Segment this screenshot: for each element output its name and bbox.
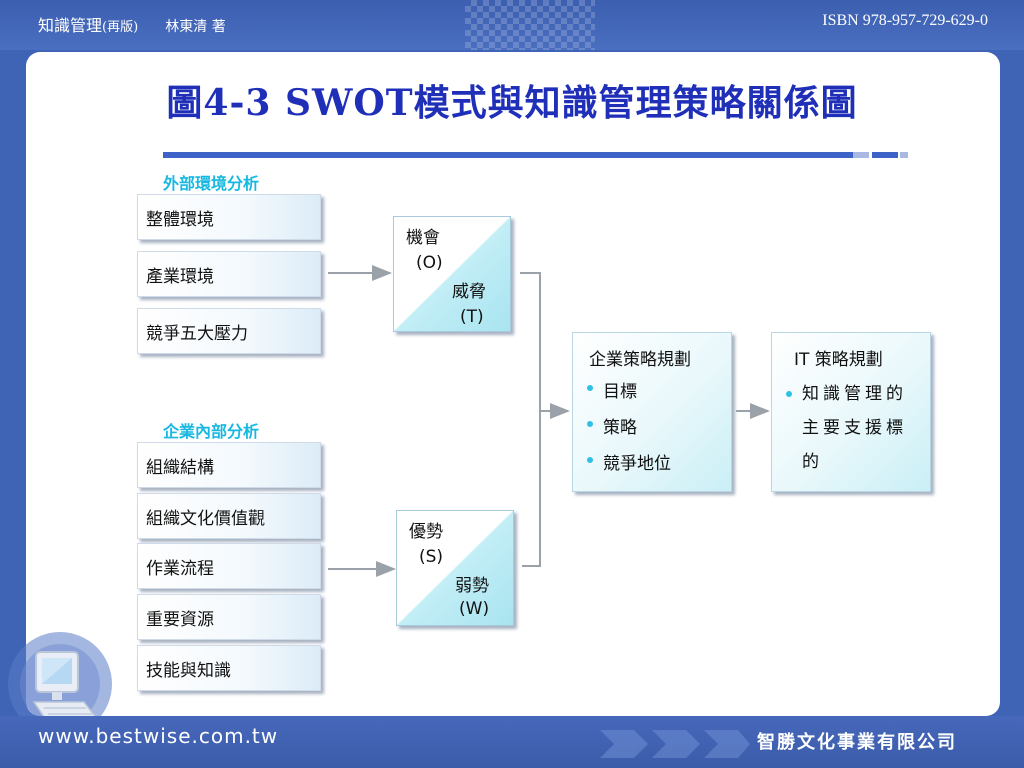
title-rule-accent bbox=[853, 152, 869, 158]
bracket-swot bbox=[520, 272, 541, 567]
weakness-code: (W) bbox=[459, 599, 490, 619]
opportunity-label: 機會 bbox=[406, 228, 440, 248]
strength-code: (S) bbox=[419, 547, 444, 567]
internal-factor: 作業流程 bbox=[137, 543, 321, 589]
list-item: 策略 bbox=[587, 413, 671, 449]
website-link[interactable]: www.bestwise.com.tw bbox=[38, 724, 279, 748]
title-rule-accent bbox=[872, 152, 898, 158]
internal-factor: 重要資源 bbox=[137, 594, 321, 640]
weakness-label: 弱勢 bbox=[455, 576, 489, 596]
external-analysis-label: 外部環境分析 bbox=[163, 174, 260, 193]
publisher-name: 智勝文化事業有限公司 bbox=[757, 732, 957, 753]
slide-title: 圖4-3 SWOT模式與知識管理策略關係圖 bbox=[166, 82, 858, 124]
threat-label: 威脅 bbox=[452, 282, 486, 302]
list-item: 競爭地位 bbox=[587, 449, 671, 485]
strength-label: 優勢 bbox=[409, 522, 443, 542]
corporate-strategy-list: 目標 策略 競爭地位 bbox=[587, 377, 671, 485]
author: 林東清 著 bbox=[165, 19, 226, 35]
opportunity-threat-box: 機會 (O) 威脅 (T) bbox=[393, 216, 511, 332]
internal-factor: 組織文化價值觀 bbox=[137, 493, 321, 539]
internal-factor: 技能與知識 bbox=[137, 645, 321, 691]
chevron-arrows-icon bbox=[600, 730, 750, 758]
strength-weakness-box: 優勢 (S) 弱勢 (W) bbox=[396, 510, 514, 626]
internal-factor: 組織結構 bbox=[137, 442, 321, 488]
corporate-strategy-box: 企業策略規劃 目標 策略 競爭地位 bbox=[572, 332, 732, 492]
external-factor: 產業環境 bbox=[137, 251, 321, 297]
it-strategy-text: 知識管理的主要支援標的 bbox=[786, 377, 922, 479]
external-factor: 整體環境 bbox=[137, 194, 321, 240]
footer-bar bbox=[0, 716, 1024, 768]
title-rule-accent bbox=[900, 152, 908, 158]
checker-decoration bbox=[465, 0, 595, 50]
book-title: 知識管理 bbox=[38, 16, 103, 35]
edition: (再版) bbox=[102, 20, 139, 35]
threat-code: (T) bbox=[460, 307, 484, 327]
external-factor: 競爭五大壓力 bbox=[137, 308, 321, 354]
internal-analysis-label: 企業內部分析 bbox=[163, 422, 260, 441]
isbn: ISBN 978-957-729-629-0 bbox=[822, 12, 988, 29]
list-item: 目標 bbox=[587, 377, 671, 413]
book-info: 知識管理(再版) 林東清 著 bbox=[38, 12, 226, 36]
corporate-strategy-title: 企業策略規劃 bbox=[589, 350, 691, 370]
it-strategy-title: IT 策略規劃 bbox=[794, 350, 883, 370]
monitor-icon bbox=[8, 632, 112, 736]
opportunity-code: (O) bbox=[416, 253, 443, 273]
title-rule bbox=[163, 152, 853, 158]
it-strategy-box: IT 策略規劃 知識管理的主要支援標的 bbox=[771, 332, 931, 492]
header-bar: 知識管理(再版) 林東清 著 ISBN 978-957-729-629-0 bbox=[0, 0, 1024, 50]
